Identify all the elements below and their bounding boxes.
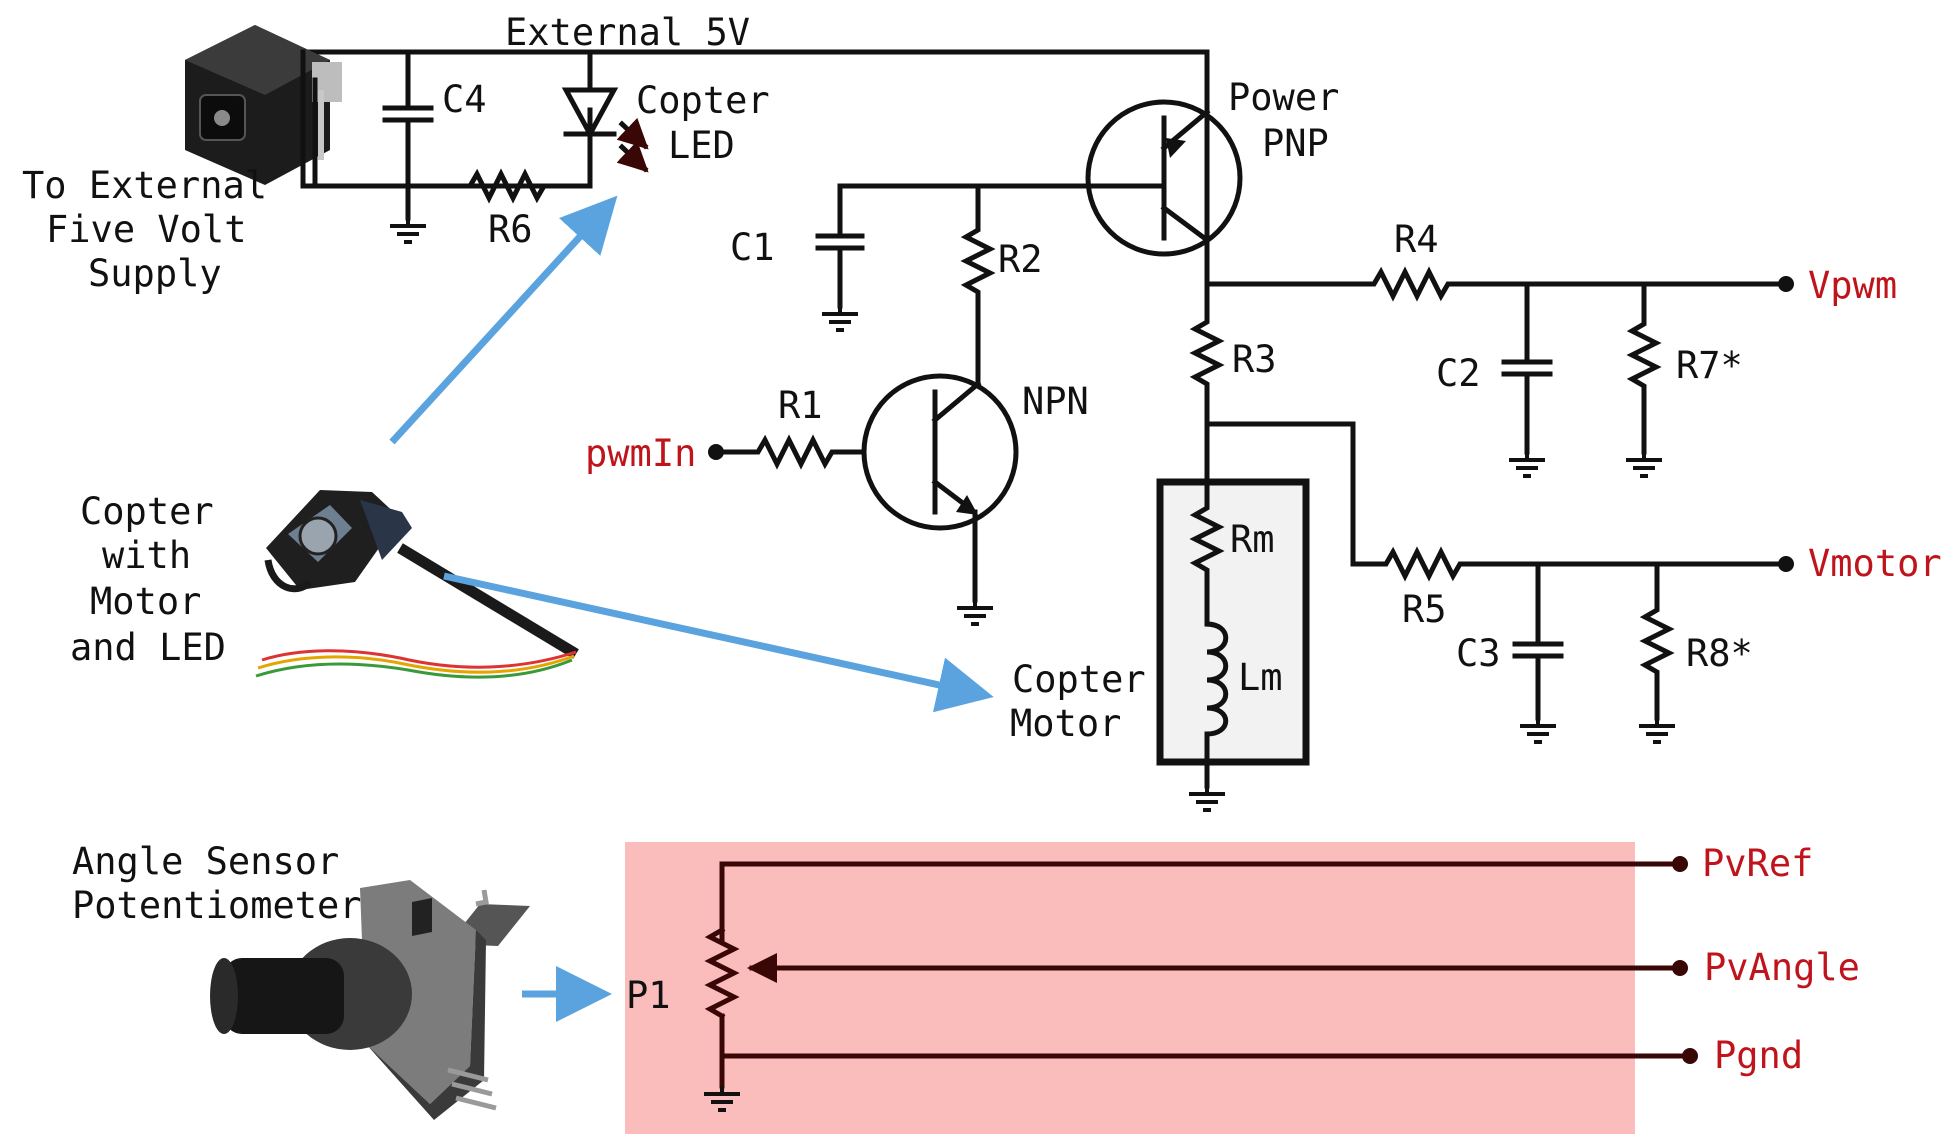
vpwm-signal: Vpwm: [1808, 264, 1897, 307]
lm-inductor: [1204, 621, 1229, 789]
r3-resistor: [1189, 281, 1225, 481]
pot-panel: [625, 842, 1635, 1134]
copter-with-label-2: with: [102, 534, 191, 577]
p1-label: P1: [626, 974, 671, 1017]
angle-sensor-label-1: Angle Sensor: [72, 840, 339, 883]
c4-label: C4: [442, 78, 487, 121]
rm-resistor: [1189, 475, 1225, 627]
angle-sensor-label-2: Potentiometer: [72, 884, 362, 927]
rm-label: Rm: [1230, 518, 1275, 561]
copter-motor-photo: [255, 490, 579, 679]
supply-label-1: To External: [22, 164, 267, 207]
p-gnd-terminal: [1682, 1048, 1698, 1064]
r8-label: R8*: [1686, 632, 1753, 675]
pv-angle-signal: PvAngle: [1704, 946, 1860, 989]
external-5v-label: External 5V: [505, 11, 750, 54]
c2-capacitor: [1501, 281, 1553, 455]
copter-led-label-1: Copter: [636, 79, 770, 122]
lm-label: Lm: [1238, 656, 1283, 699]
vmotor-signal: Vmotor: [1808, 542, 1942, 585]
npn-label: NPN: [1022, 380, 1089, 423]
power-pnp-label-2: PNP: [1262, 122, 1329, 165]
c1-label: C1: [730, 226, 775, 269]
r2-label: R2: [998, 238, 1043, 281]
supply-label-3: Supply: [88, 252, 222, 295]
r8-resistor: [1639, 561, 1675, 721]
p1-potentiometer: [704, 926, 740, 1020]
copter-motor-label-2: Motor: [1010, 702, 1121, 745]
r7-label: R7*: [1676, 344, 1743, 387]
r1-resistor: [713, 434, 867, 470]
led-symbol: [561, 49, 649, 189]
r1-label: R1: [778, 384, 823, 427]
pot-gnd-wire: [719, 1013, 1693, 1089]
c3-label: C3: [1456, 632, 1501, 675]
r6-resistor: [405, 168, 593, 204]
pnp-base-wire: [815, 183, 1167, 309]
motor-box: [1156, 478, 1310, 766]
r6-label: R6: [488, 208, 533, 251]
pnp-transistor-symbol: [1085, 99, 1243, 257]
pointer-arrow-motor: [443, 572, 994, 713]
supply-label-2: Five Volt: [46, 208, 246, 251]
pwm-in-signal: pwmIn: [585, 432, 696, 475]
pot-ref-wire: [719, 861, 1683, 943]
r7-resistor: [1626, 281, 1662, 455]
pv-ref-terminal: [1672, 856, 1688, 872]
copter-led-label-2: LED: [668, 124, 735, 167]
c4-capacitor: [382, 49, 434, 221]
vmotor-terminal: [1778, 556, 1794, 572]
vpwm-wire: [1204, 237, 1789, 302]
p-gnd-signal: Pgnd: [1714, 1034, 1803, 1077]
pv-ref-signal: PvRef: [1702, 842, 1813, 885]
dc-barrel-jack-photo: [185, 25, 342, 185]
supply-rail-wire: [297, 49, 1210, 243]
vmotor-wire: [1204, 421, 1789, 582]
r5-label: R5: [1402, 588, 1447, 631]
copter-with-label-4: and LED: [70, 626, 226, 669]
jack-wires: [300, 49, 593, 189]
pv-angle-terminal: [1672, 960, 1688, 976]
r4-label: R4: [1394, 218, 1439, 261]
copter-motor-label-1: Copter: [1012, 658, 1146, 701]
c2-label: C2: [1436, 352, 1481, 395]
copter-with-label-3: Motor: [90, 580, 201, 623]
potentiometer-photo: [210, 880, 530, 1120]
copter-with-label-1: Copter: [80, 490, 214, 533]
c3-capacitor: [1512, 561, 1564, 721]
power-pnp-label-1: Power: [1228, 76, 1339, 119]
npn-transistor-symbol: [861, 373, 1019, 603]
vpwm-terminal: [1778, 276, 1794, 292]
r3-label: R3: [1232, 338, 1277, 381]
r2-resistor: [960, 183, 996, 387]
pointer-arrow-led: [389, 195, 618, 445]
